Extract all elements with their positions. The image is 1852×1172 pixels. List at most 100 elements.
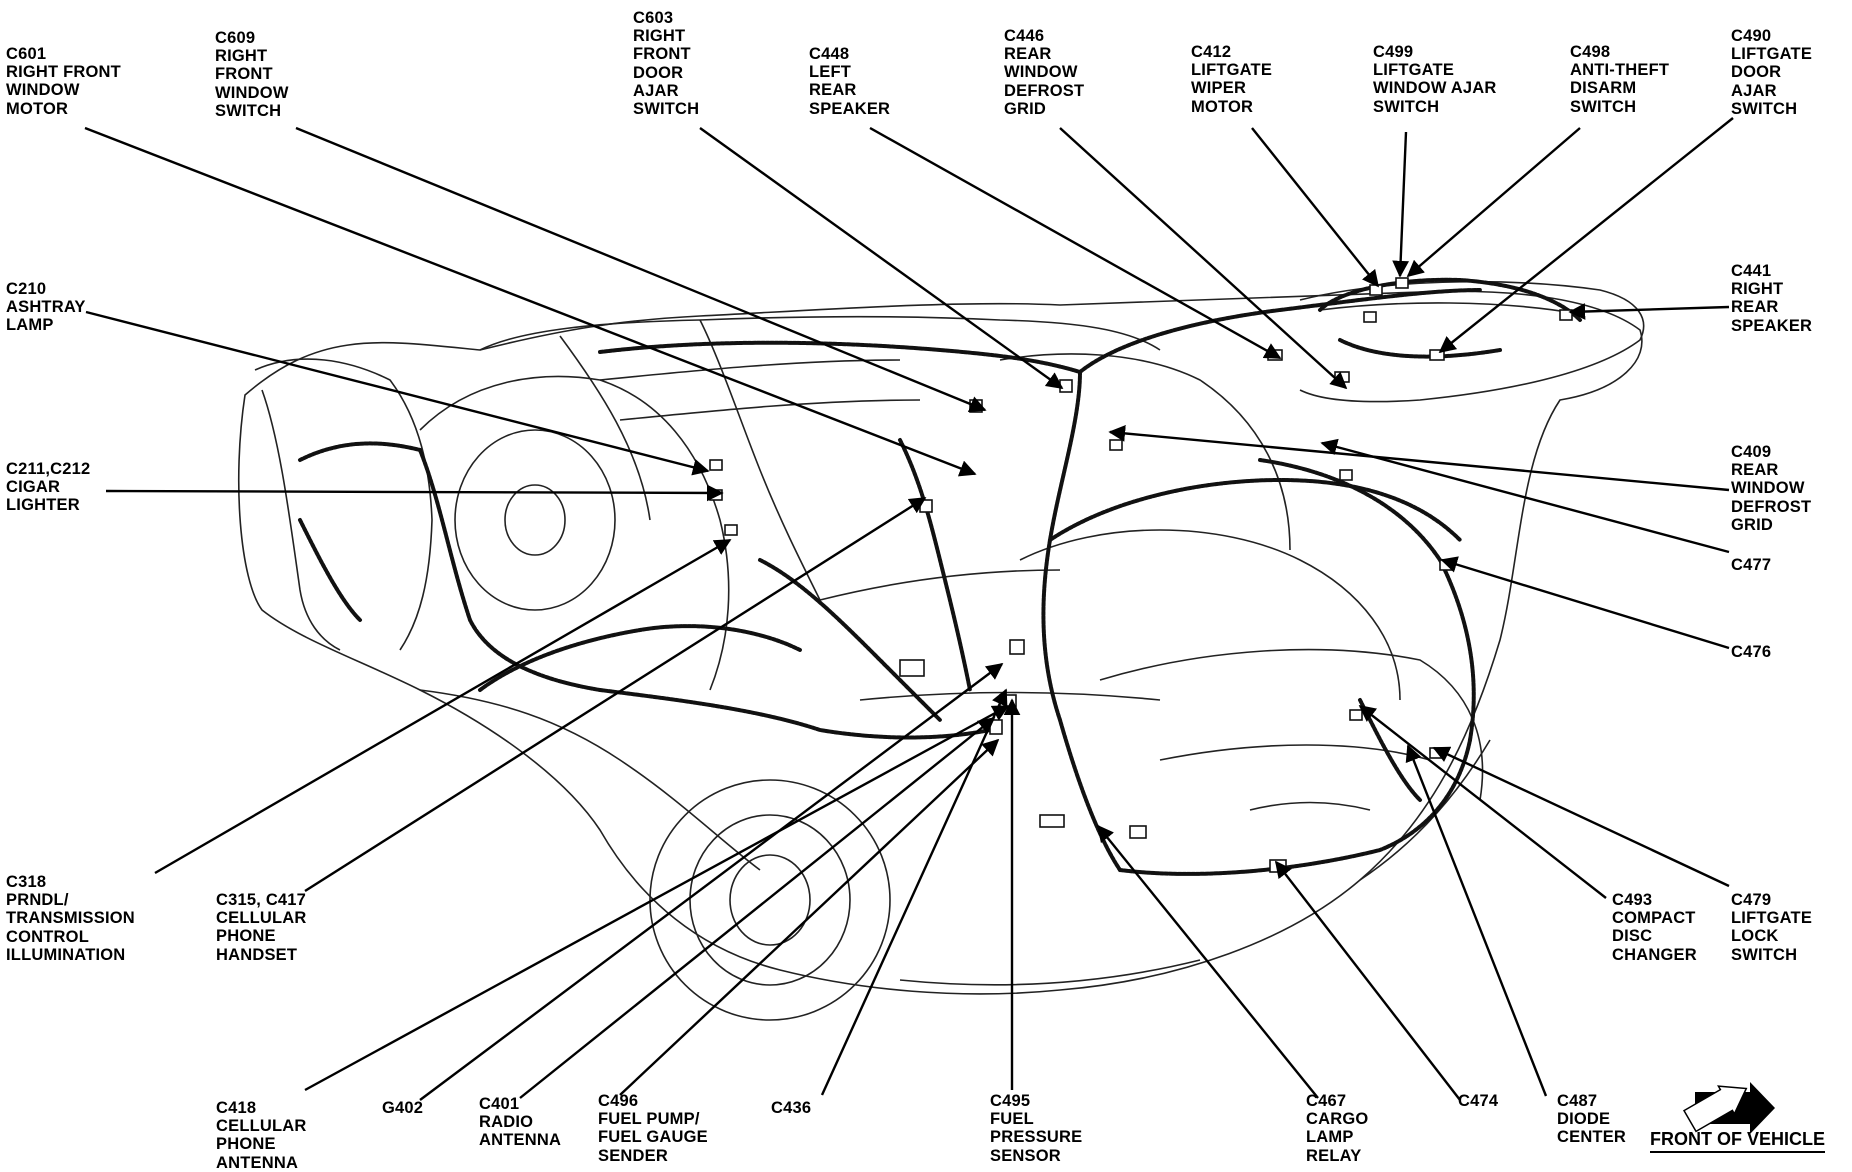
label-line: CENTER [1557,1128,1627,1147]
leader-line [1320,438,1730,554]
label-line: CARGO [1306,1110,1369,1129]
label-line: LIFTGATE [1373,61,1455,80]
label-line: MOTOR [1191,97,1254,116]
label-line: FUEL PUMP/ [598,1110,700,1129]
label-line: SWITCH [633,100,700,119]
label-line: LIFTGATE [1731,45,1813,64]
leader-line [869,126,1282,360]
label-line: LAMP [1306,1128,1354,1147]
label-line: C446 [1004,27,1045,45]
label-line: DISC [1612,927,1653,946]
label-line: REAR [809,81,857,100]
label-line: C487 [1557,1092,1598,1110]
label-line: ANTENNA [479,1131,562,1150]
label-line: DEFROST [1731,497,1812,516]
leader-line [1059,127,1348,390]
label-line: C211,C212 [6,460,91,478]
label-line: SWITCH [1731,945,1798,964]
label-line: C476 [1731,643,1772,661]
leader-line [295,126,987,413]
label-c436: C436 [771,1099,811,1117]
label-line: DOOR [1731,63,1782,82]
label-line: DEFROST [1004,81,1085,100]
label-line: LIFTGATE [1731,909,1813,928]
label-line: SENSOR [990,1146,1061,1165]
label-line: PRNDL/ [6,891,69,910]
label-line: MOTOR [6,99,69,118]
label-line: C601 [6,45,47,63]
label-line: SWITCH [1373,97,1440,116]
label-line: DISARM [1570,79,1637,98]
label-line: SWITCH [215,101,282,120]
leader-line [84,126,977,477]
label-line: C467 [1306,1092,1347,1110]
label-line: CELLULAR [216,909,307,928]
label-line: C401 [479,1095,520,1113]
label-line: C603 [633,9,674,27]
leader-line [1440,556,1730,650]
label-line: TRANSMISSION [6,909,135,928]
label-line: ASHTRAY [6,298,86,317]
label-line: CHANGER [1612,945,1697,964]
label-line: WINDOW [6,81,80,100]
label-line: DOOR [633,63,684,82]
leader-line [1358,704,1607,899]
label-line: C409 [1731,443,1772,461]
leader-line [1251,127,1380,288]
label-line: GRID [1731,515,1774,534]
leader-line [1568,303,1730,320]
label-line: REAR [1731,298,1779,317]
label-line: GRID [1004,99,1047,118]
leader-line [85,310,710,476]
leader-line [820,688,1008,1096]
label-line: LEFT [809,63,852,82]
label-line: C441 [1731,262,1772,280]
label-line: C477 [1731,556,1772,574]
label-c474: C474 [1458,1092,1498,1110]
label-line: SWITCH [1570,97,1637,116]
leader-line [105,484,724,502]
label-line: RIGHT [215,47,268,66]
label-line: C210 [6,280,47,298]
label-line: CONTROL [6,927,89,946]
leader-line [1438,117,1734,354]
label-line: C436 [771,1099,812,1117]
label-line: C474 [1458,1092,1499,1110]
label-line: C315, C417 [216,891,307,909]
label-line: C412 [1191,43,1232,61]
label-line: WINDOW [215,83,289,102]
label-line: LIFTGATE [1191,61,1273,80]
label-line: SENDER [598,1146,668,1165]
label-line: DIODE [1557,1110,1611,1129]
leader-line [619,738,1000,1096]
label-line: REAR [1731,461,1779,480]
front-of-vehicle-arrow-icon [1682,1082,1775,1134]
label-g402: G402 [382,1099,423,1117]
label-line: RELAY [1306,1146,1362,1165]
label-line: C498 [1570,43,1611,61]
label-line: FRONT [215,65,273,84]
label-line: RIGHT [633,27,686,46]
label-line: C490 [1731,27,1772,45]
label-line: REAR [1004,45,1052,64]
label-line: HANDSET [216,945,298,964]
label-line: AJAR [633,81,679,100]
